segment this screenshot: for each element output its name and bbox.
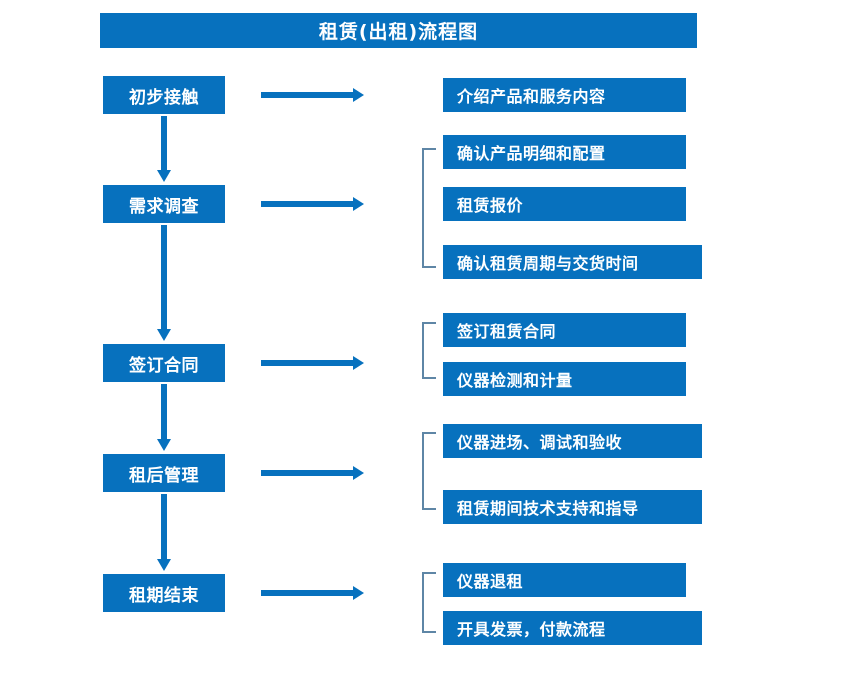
task-box-1[interactable]: 介绍产品和服务内容 [443,78,686,112]
right-arrow-icon-2 [261,197,365,211]
left-bracket-group-3 [422,322,436,379]
task-box-10[interactable]: 开具发票，付款流程 [443,611,702,645]
task-box-3[interactable]: 租赁报价 [443,187,686,221]
down-arrow-icon-3 [156,384,172,452]
left-bracket-group-5 [422,572,436,633]
down-arrow-icon-1 [156,116,172,183]
task-box-9[interactable]: 仪器退租 [443,563,686,597]
stage-box-1[interactable]: 初步接触 [103,76,225,114]
task-box-8[interactable]: 租赁期间技术支持和指导 [443,490,702,524]
left-bracket-group-2 [422,148,436,268]
right-arrow-icon-1 [261,88,365,102]
stage-box-2[interactable]: 需求调查 [103,185,225,223]
task-box-5[interactable]: 签订租赁合同 [443,313,686,347]
down-arrow-icon-4 [156,494,172,572]
task-box-7[interactable]: 仪器进场、调试和验收 [443,424,702,458]
stage-box-5[interactable]: 租期结束 [103,574,225,612]
left-bracket-group-4 [422,432,436,510]
right-arrow-icon-5 [261,586,365,600]
task-box-2[interactable]: 确认产品明细和配置 [443,135,686,169]
task-box-6[interactable]: 仪器检测和计量 [443,362,686,396]
stage-box-4[interactable]: 租后管理 [103,454,225,492]
right-arrow-icon-3 [261,356,365,370]
diagram-title: 租赁(出租)流程图 [100,13,697,48]
stage-box-3[interactable]: 签订合同 [103,344,225,382]
right-arrow-icon-4 [261,466,365,480]
down-arrow-icon-2 [156,225,172,342]
task-box-4[interactable]: 确认租赁周期与交货时间 [443,245,702,279]
